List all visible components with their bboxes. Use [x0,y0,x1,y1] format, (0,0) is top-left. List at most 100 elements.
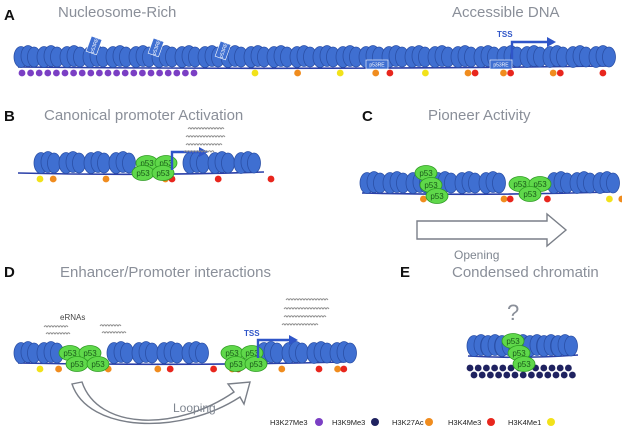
panel-c-title: Pioneer Activity [428,107,531,124]
panel-c-nucleosome [546,171,574,194]
panel-b-tss-arrow-head [199,147,208,157]
panel-a-nucleosome [289,45,317,68]
panel-a-k27me3-mark [113,69,120,77]
panel-d-title: Enhancer/Promoter interactions [60,264,271,281]
panel-c-p53-3: p53 [425,188,449,204]
panel-a-k27me3-mark [139,69,146,77]
panel-a-nucleosome [36,45,64,68]
panel-a-nucleosome [335,45,363,68]
panel-e-k9me3-bottom-mark [487,371,494,379]
panel-e-k9me3-bottom-mark [470,371,478,379]
panel-d-nucleosome [329,341,357,364]
panel-e-k9me3-bottom-mark [503,371,511,379]
panel-a-k27me3-mark [147,69,155,77]
panel-e-title: Condensed chromatin [452,264,599,281]
p53-body [86,356,110,372]
panel-a-k27me3-mark [156,69,164,77]
panel-a-k27me3-mark [96,69,103,77]
p53-body [512,356,536,372]
panel-a-active-mark [549,69,557,77]
p53-label: p53 [136,169,150,178]
panel-a-k27me3-mark [87,69,95,77]
panel-b-nucleosome [233,151,261,174]
panel-a-nucleosome [404,45,432,68]
panel-a-active-mark [294,69,301,77]
panel-d-tss-arrow [256,338,290,358]
nucleosome-lobe [602,46,616,68]
panel-d-transcript-1 [285,298,329,301]
panel-a-k27me3-mark [27,69,34,77]
p53-label: p53 [159,159,173,168]
p53-label: p53 [430,192,444,201]
looping-label: Looping [173,401,216,415]
nucleosome-lobe [170,342,184,364]
nucleosome-lobe [122,152,136,174]
panel-d-transcript-4 [281,323,319,326]
erna-label: eRNAs [60,313,85,322]
panel-c-mark-mark [500,195,508,203]
p53re-label: p53RE [369,63,385,69]
panel-a-active-mark [372,69,380,77]
panel-b-mark-mark [267,175,275,183]
panel-c-nucleosome [478,171,506,194]
p53-label: p53 [513,180,527,189]
panel-a-active-mark [336,69,344,77]
panel-b-mark-mark [102,175,110,183]
panel-d-nucleosome [36,341,64,364]
panel-e-k9me3-top-mark [499,364,507,372]
nucleosome-lobe [145,342,159,364]
p53re-box [365,59,389,70]
panel-d-nucleosome [13,341,41,364]
panel-e-k9me3-top-mark [483,364,490,372]
panel-d-tss-arrow-head [289,335,298,345]
panel-a-nucleosome [450,45,478,68]
panel-d-mark-mark [315,365,323,373]
panel-b-mark-mark [214,175,222,183]
nucleosome-lobe [295,342,309,364]
panel-c-mark-mark [606,195,613,203]
panel-d-p53-3: p53 [65,356,89,372]
panel-letter-d: D [4,264,15,281]
p53-label: p53 [70,360,84,369]
panel-c-mark-mark [420,195,427,203]
panel-d-mark-mark [278,365,286,373]
p53-body [151,165,175,181]
panel-d-mark-mark [166,365,174,373]
panel-b-nucleosome [207,151,235,174]
panel-letter-b: B [4,108,15,125]
panel-a-active-mark [251,69,259,77]
panel-d-mark-mark [210,365,218,373]
panel-a-p53re-1: p53RE [85,35,103,56]
panel-a-k27me3-mark [35,69,43,77]
panel-a-active-mark [507,69,514,77]
panel-a-nucleosome [519,45,547,68]
panel-a-nucleosome [13,45,41,68]
panel-a-p53re-5: p53RE [489,59,513,70]
histone-mark-layer [18,69,622,379]
opening-arrow [416,212,568,248]
panel-e-k9me3-bottom-mark [552,371,560,379]
panel-a-active-mark [471,69,479,77]
panel-d-transcript-2 [283,307,330,310]
panel-a-nucleosome [565,45,593,68]
nucleosome-lobe [120,342,134,364]
panel-letter-e: E [400,264,410,281]
panel-a-k27me3-mark [164,69,172,77]
panel-b-transcript-3 [185,143,223,146]
panel-a-k27me3-mark [78,69,86,77]
panel-letter-a: A [4,7,15,24]
panel-a-active-mark [599,69,607,77]
panel-a-k27me3-mark [173,69,181,77]
p53-label: p53 [140,159,154,168]
nucleosome-lobe [47,152,61,174]
p53-label: p53 [533,180,547,189]
nucleosome-lobe [564,335,578,357]
panel-a-k27me3-mark [130,69,138,77]
panel-a-nucleosome [174,45,202,68]
panel-a-nucleosome [105,45,133,68]
legend-swatch-h3k9me3 [371,418,379,426]
legend-label-h3k27me3: H3K27Me3 [270,418,308,427]
legend-label-h3k4me3: H3K4Me3 [448,418,481,427]
legend-label-h3k27ac: H3K27Ac [392,418,424,427]
panel-d-mark-mark [55,365,62,373]
